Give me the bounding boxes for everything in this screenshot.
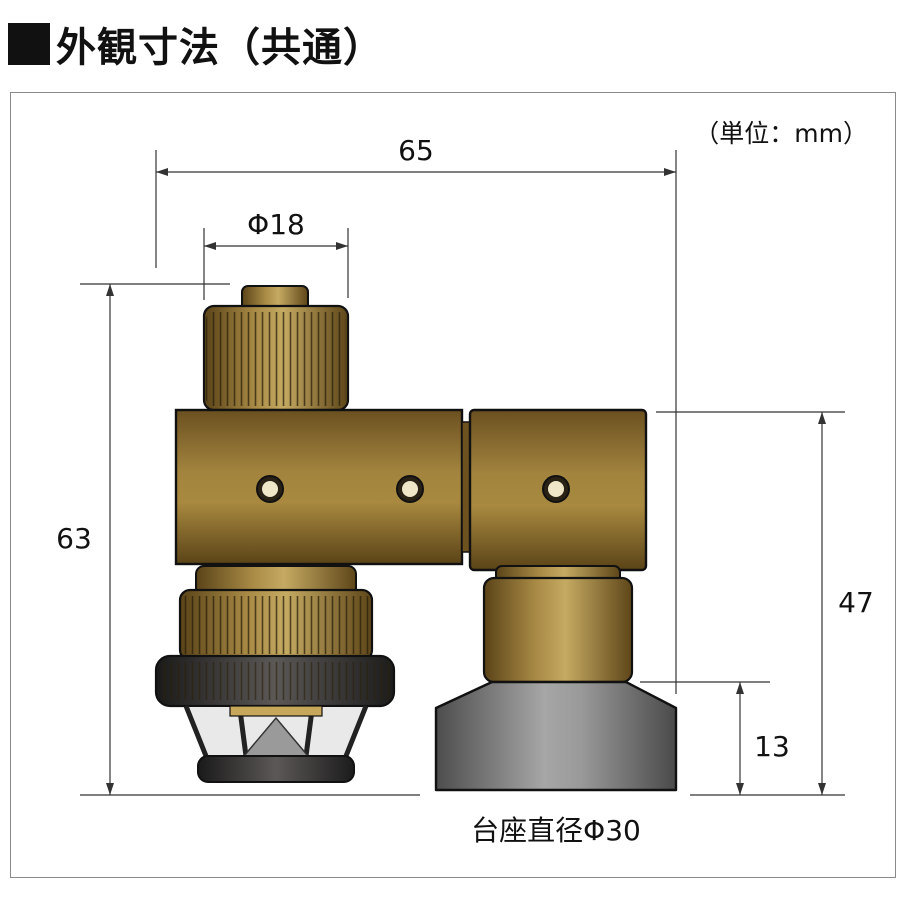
body-height-label: 47 bbox=[838, 586, 874, 619]
dimension-lines bbox=[80, 150, 845, 796]
unit-note: （単位：mm） bbox=[694, 119, 868, 148]
lower-left-assembly bbox=[154, 565, 396, 783]
overall-width-label: 65 bbox=[398, 134, 434, 167]
page-title: 外観寸法（共通） bbox=[8, 18, 384, 71]
knob-diameter-label: Φ18 bbox=[247, 208, 305, 241]
diagram-frame bbox=[10, 92, 896, 878]
lower-right-assembly bbox=[434, 565, 678, 792]
top-knob bbox=[202, 285, 350, 412]
overall-height-label: 63 bbox=[56, 522, 92, 555]
main-body bbox=[174, 408, 648, 572]
dimension-arrows bbox=[106, 168, 826, 795]
title-square-icon bbox=[8, 23, 50, 65]
base-diameter-label: 台座直径Φ30 bbox=[471, 814, 641, 847]
base-height-label: 13 bbox=[754, 730, 790, 763]
title-text: 外観寸法（共通） bbox=[56, 25, 384, 71]
